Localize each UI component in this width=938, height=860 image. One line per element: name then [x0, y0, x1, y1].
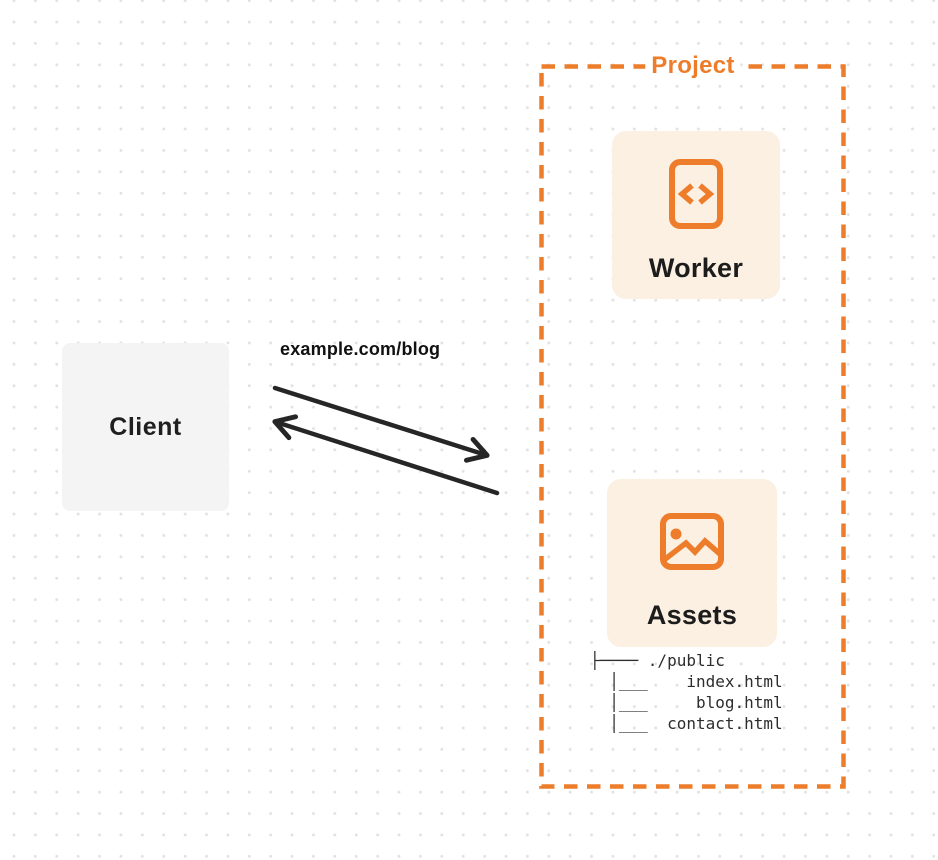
file-tree-line-blog: │___ blog.html — [590, 693, 783, 712]
request-url-label: example.com/blog — [280, 339, 441, 359]
request-arrow — [272, 385, 490, 463]
file-tree-line-index: │___ index.html — [590, 672, 783, 691]
project-group-title: Project — [645, 52, 741, 80]
assets-label: Assets — [646, 600, 738, 630]
worker-label: Worker — [648, 253, 744, 283]
response-arrow — [272, 414, 500, 496]
image-icon — [660, 513, 724, 570]
assets-file-tree: ├──── ./public │___ index.html │___ blog… — [590, 650, 783, 734]
client-label: Client — [109, 412, 182, 441]
file-tree-line-contact: │___ contact.html — [590, 714, 783, 733]
code-file-icon — [669, 159, 723, 229]
worker-node: Worker — [612, 131, 780, 299]
assets-node: Assets — [607, 479, 777, 647]
file-tree-line-public: ├──── ./public — [590, 651, 725, 670]
client-node: Client — [62, 343, 229, 511]
